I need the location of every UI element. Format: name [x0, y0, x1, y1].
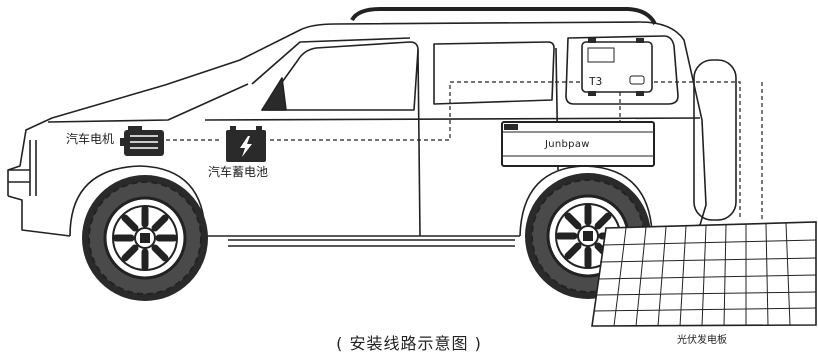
front-wheel: [82, 175, 208, 301]
power-station-brand: Junbpaw: [545, 139, 590, 150]
motor-label: 汽车电机: [66, 132, 115, 146]
battery-icon: [226, 126, 266, 162]
lightning-bolt-icon: [240, 136, 252, 157]
controller-screen-text: T3: [589, 75, 603, 88]
controller-icon: [581, 38, 653, 96]
solar-panel-icon: [591, 221, 817, 327]
diagram-caption: ( 安装线路示意图 ): [336, 334, 482, 353]
battery-label: 汽车蓄电池: [208, 165, 269, 179]
solar-panel-label: 光伏发电板: [677, 335, 727, 346]
motor-icon: [120, 126, 164, 156]
wiring: [166, 81, 763, 220]
car-body: [7, 7, 737, 247]
power-station-icon: [501, 121, 655, 167]
